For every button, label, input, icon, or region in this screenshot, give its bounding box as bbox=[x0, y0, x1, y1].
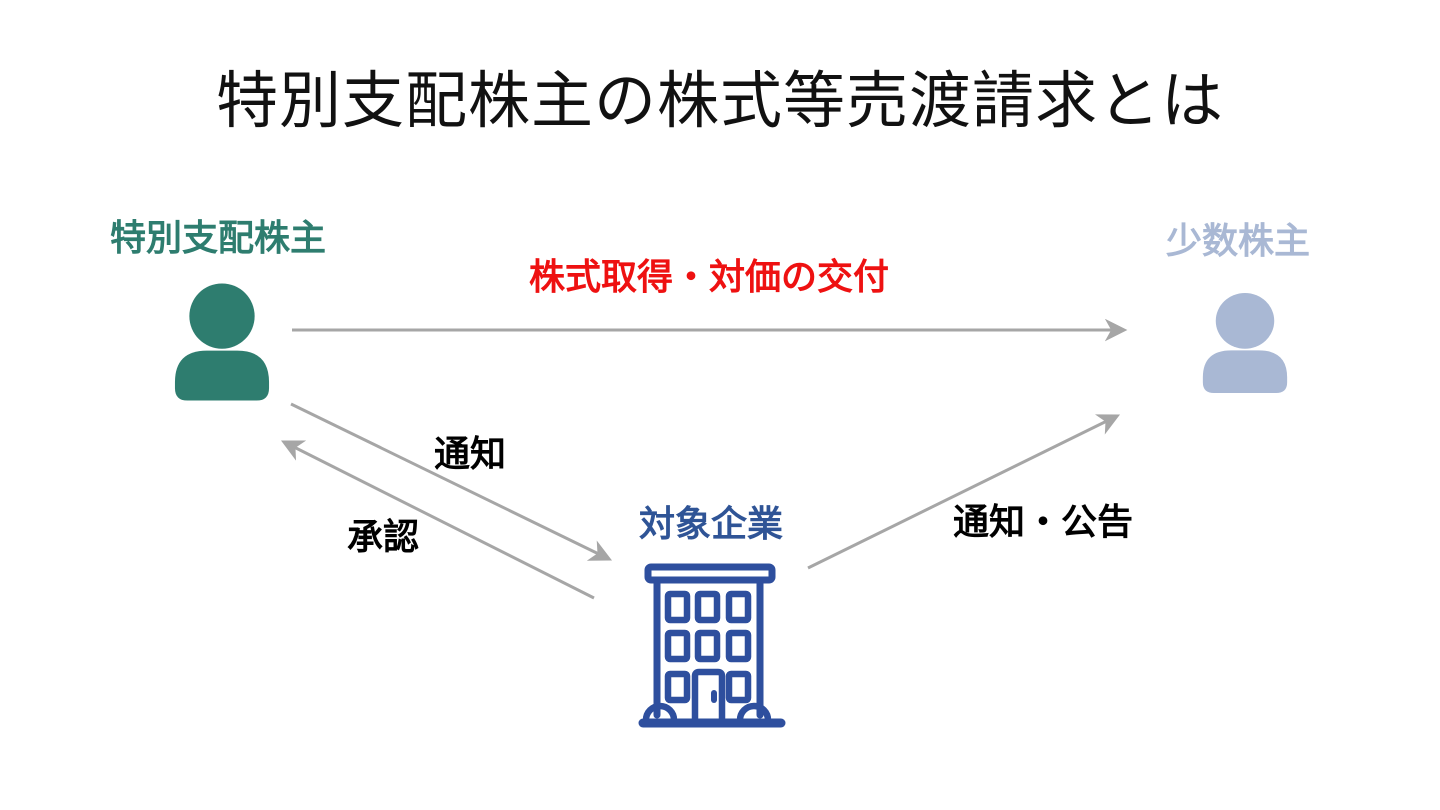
building-icon bbox=[638, 563, 786, 728]
page-title: 特別支配株主の株式等売渡請求とは bbox=[215, 67, 1224, 136]
arrow-approval bbox=[280, 440, 595, 600]
person-icon bbox=[1202, 293, 1288, 393]
approval-arrow-label: 承認 bbox=[347, 516, 420, 557]
arrow-notice-public bbox=[807, 414, 1121, 570]
notice-arrow-label: 通知 bbox=[434, 433, 507, 474]
controlling-shareholder-label: 特別支配株主 bbox=[110, 217, 327, 258]
target-company-label: 対象企業 bbox=[638, 503, 784, 544]
acquisition-arrow-label: 株式取得・対価の交付 bbox=[528, 256, 890, 297]
minority-shareholder-label: 少数株主 bbox=[1166, 220, 1311, 261]
notice-public-arrow-label: 通知・公告 bbox=[953, 501, 1134, 542]
arrow-notice bbox=[290, 402, 613, 561]
person-icon bbox=[174, 283, 270, 401]
